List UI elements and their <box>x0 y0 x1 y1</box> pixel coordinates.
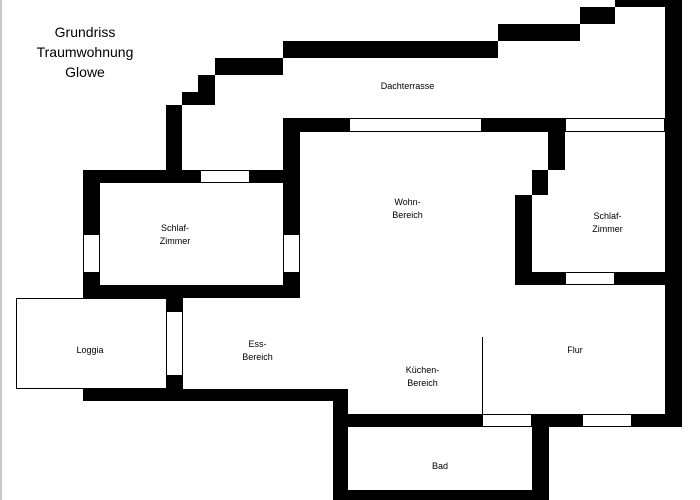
room-label-schlaf-right: Schlaf- Zimmer <box>570 210 645 236</box>
door-schlaf-left <box>283 234 300 273</box>
label-line: Wohn- <box>394 197 421 207</box>
plan-title: Grundriss Traumwohnung Glowe <box>20 22 150 82</box>
loggia-outline <box>16 298 168 389</box>
schlaf-left-wall-bottom <box>83 285 300 298</box>
room-label-loggia: Loggia <box>76 345 104 355</box>
bad-wall-bottom <box>333 490 549 500</box>
terrace-step-5 <box>498 24 580 41</box>
kitchen-flur-divider <box>482 337 483 414</box>
label-line: Ess- <box>248 339 267 349</box>
title-line-2: Traumwohnung <box>36 44 134 60</box>
terrace-step-1 <box>182 92 215 105</box>
label-line: Bereich <box>392 210 423 220</box>
door-entrance <box>582 414 632 427</box>
schlaf-right-wall-step-1 <box>548 118 565 170</box>
schlaf-left-wall-top <box>83 170 298 183</box>
outer-wall-right <box>665 0 682 427</box>
window-wohn-top <box>349 118 482 132</box>
terrace-step-4 <box>283 41 498 58</box>
label-line: Küchen- <box>405 365 440 375</box>
ess-wall-bottom <box>83 389 348 401</box>
room-label-flur: Flur <box>567 345 583 355</box>
label-line: Zimmer <box>159 236 191 246</box>
terrace-step-6 <box>580 7 615 24</box>
label-line: Bereich <box>242 352 273 362</box>
schlaf-right-wall-step-2 <box>532 170 548 195</box>
label-line: Schlaf- <box>160 223 189 233</box>
room-label-dachterrasse: Dachterrasse <box>380 81 435 91</box>
image-border <box>0 0 2 500</box>
window-schlaf-left-top <box>200 170 250 183</box>
terrace-step-7 <box>615 0 665 7</box>
door-loggia <box>166 311 183 376</box>
terrace-step-3 <box>215 58 283 75</box>
label-line: Bereich <box>407 378 438 388</box>
window-schlaf-left-west <box>83 234 100 273</box>
schlaf-right-wall-left <box>515 195 532 285</box>
bad-wall-left <box>333 389 348 500</box>
room-label-schlaf-left: Schlaf- Zimmer <box>140 222 210 248</box>
room-label-kuechen: Küchen- Bereich <box>385 364 460 390</box>
label-line: Zimmer <box>592 224 623 234</box>
terrace-step-2 <box>198 75 215 92</box>
title-line-3: Glowe <box>65 64 105 80</box>
room-label-wohn: Wohn- Bereich <box>370 196 445 222</box>
window-schlaf-right-top <box>565 118 665 132</box>
door-schlaf-right <box>565 272 615 285</box>
door-bad <box>482 414 532 427</box>
bad-wall-right <box>532 414 549 500</box>
terrace-wall-left <box>166 105 182 170</box>
label-line: Schlaf- <box>593 211 622 221</box>
room-label-ess: Ess- Bereich <box>220 338 295 364</box>
title-line-1: Grundriss <box>54 24 116 40</box>
room-label-bad: Bad <box>431 461 448 471</box>
